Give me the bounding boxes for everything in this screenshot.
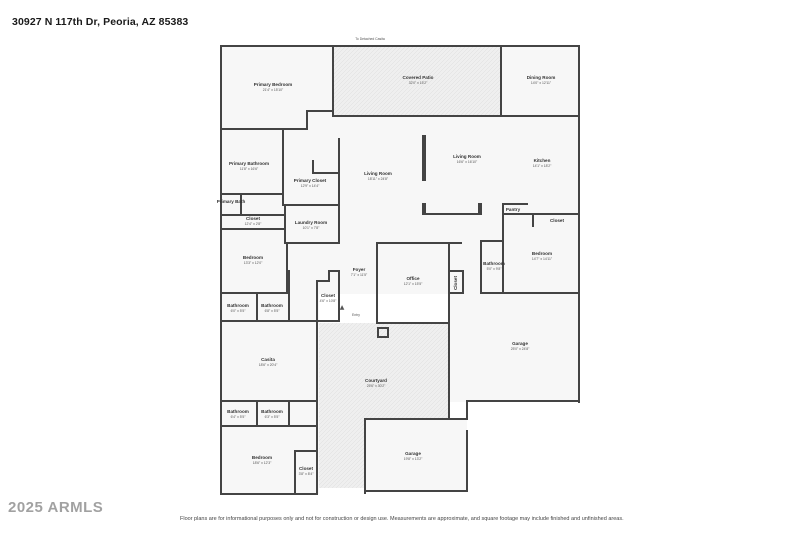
walls: [220, 45, 580, 495]
room-name: Laundry Room: [295, 220, 327, 225]
watermark: 2025 ARMLS: [8, 499, 104, 516]
entry-marker-icon: ▲: [340, 304, 345, 311]
room-name: Garage: [405, 451, 421, 456]
room-name: Foyer: [353, 267, 366, 272]
covered-patio-area: [333, 47, 502, 115]
room-dim: 14'7" x 14'11": [532, 257, 553, 261]
entry-label: Entry: [352, 313, 360, 317]
room-dim: 4'6" x 10'8": [320, 299, 338, 303]
room-dim: 21'4" x 15'10": [263, 88, 284, 92]
room-name: Bathroom: [227, 303, 249, 308]
room-name: Casita: [261, 357, 275, 362]
room-name: Primary Bath: [217, 199, 246, 204]
room-name: Closet: [299, 466, 314, 471]
room-name: Covered Patio: [403, 75, 434, 80]
room-name: Bedroom: [532, 251, 552, 256]
room-name: Closet: [321, 293, 336, 298]
room-name: Primary Bedroom: [254, 82, 293, 87]
room-dim: 7'1" x 11'5": [351, 273, 368, 277]
floor-areas: [221, 46, 579, 494]
room-name: Courtyard: [365, 378, 387, 383]
room-dim: 6'0" x 5'5": [231, 309, 247, 313]
room-dim: 12'4" x 2'8": [245, 222, 263, 226]
room-dim: 18'11" x 24'8": [368, 177, 389, 181]
disclaimer-caption: Floor plans are for informational purpos…: [180, 516, 624, 522]
room-dim: 18'6" x 12'3": [253, 461, 272, 465]
room-dim: 32'0" x 15'2": [409, 81, 428, 85]
room-name: Bathroom: [483, 261, 505, 266]
room-dim: 16'6" x 16'10": [457, 160, 478, 164]
room-dim: 11'8" x 16'6": [240, 167, 259, 171]
room-name: Garage: [512, 341, 528, 346]
room-name: Bathroom: [261, 303, 283, 308]
room-name: Primary Closet: [294, 178, 327, 183]
room-name: Pantry: [506, 207, 521, 212]
room-name: Closet: [453, 276, 458, 291]
room-dim: 6'3" x 5'5": [265, 415, 281, 419]
room-name: Bathroom: [261, 409, 283, 414]
room-dim: 12'1" x 15'5": [404, 282, 423, 286]
room-dim: 6'4" x 5'5": [231, 415, 247, 419]
listing-address: 30927 N 117th Dr, Peoria, AZ 85383: [12, 16, 189, 28]
room-dim: 10'1" x 7'8": [303, 226, 321, 230]
room-dim: 13'3" x 12'0": [244, 261, 263, 265]
room-name: Closet: [550, 218, 565, 223]
room-dim: 19'8" x 13'2": [404, 457, 423, 461]
room-dim: 3'8" x 8'4": [299, 472, 315, 476]
room-dim: 25'6" x 30'2": [367, 384, 386, 388]
room-name: Dining Room: [527, 75, 556, 80]
room-name: Living Room: [453, 154, 481, 159]
room-name: Bedroom: [243, 255, 263, 260]
room-dim: 25'0" x 24'8": [511, 347, 530, 351]
room-dim: 12'9" x 14'4": [301, 184, 320, 188]
room-dim: 14'0" x 12'11": [531, 81, 552, 85]
room-name: Living Room: [364, 171, 392, 176]
external-label: To Detached Casita: [355, 37, 385, 41]
room-name: Kitchen: [534, 158, 551, 163]
room-name: Primary Bathroom: [229, 161, 269, 166]
room-dim: 18'6" x 20'4": [259, 363, 278, 367]
room-dim: 14'1" x 18'2": [533, 164, 552, 168]
room-name: Closet: [246, 216, 261, 221]
room-name: Bedroom: [252, 455, 272, 460]
room-dim: 5'0" x 9'8": [487, 267, 503, 271]
room-name: Bathroom: [227, 409, 249, 414]
room-labels: To Detached Casita Entry ▲ Primary Bedro…: [217, 37, 565, 476]
room-dim: 6'8" x 5'5": [265, 309, 281, 313]
room-name: Office: [406, 276, 419, 281]
